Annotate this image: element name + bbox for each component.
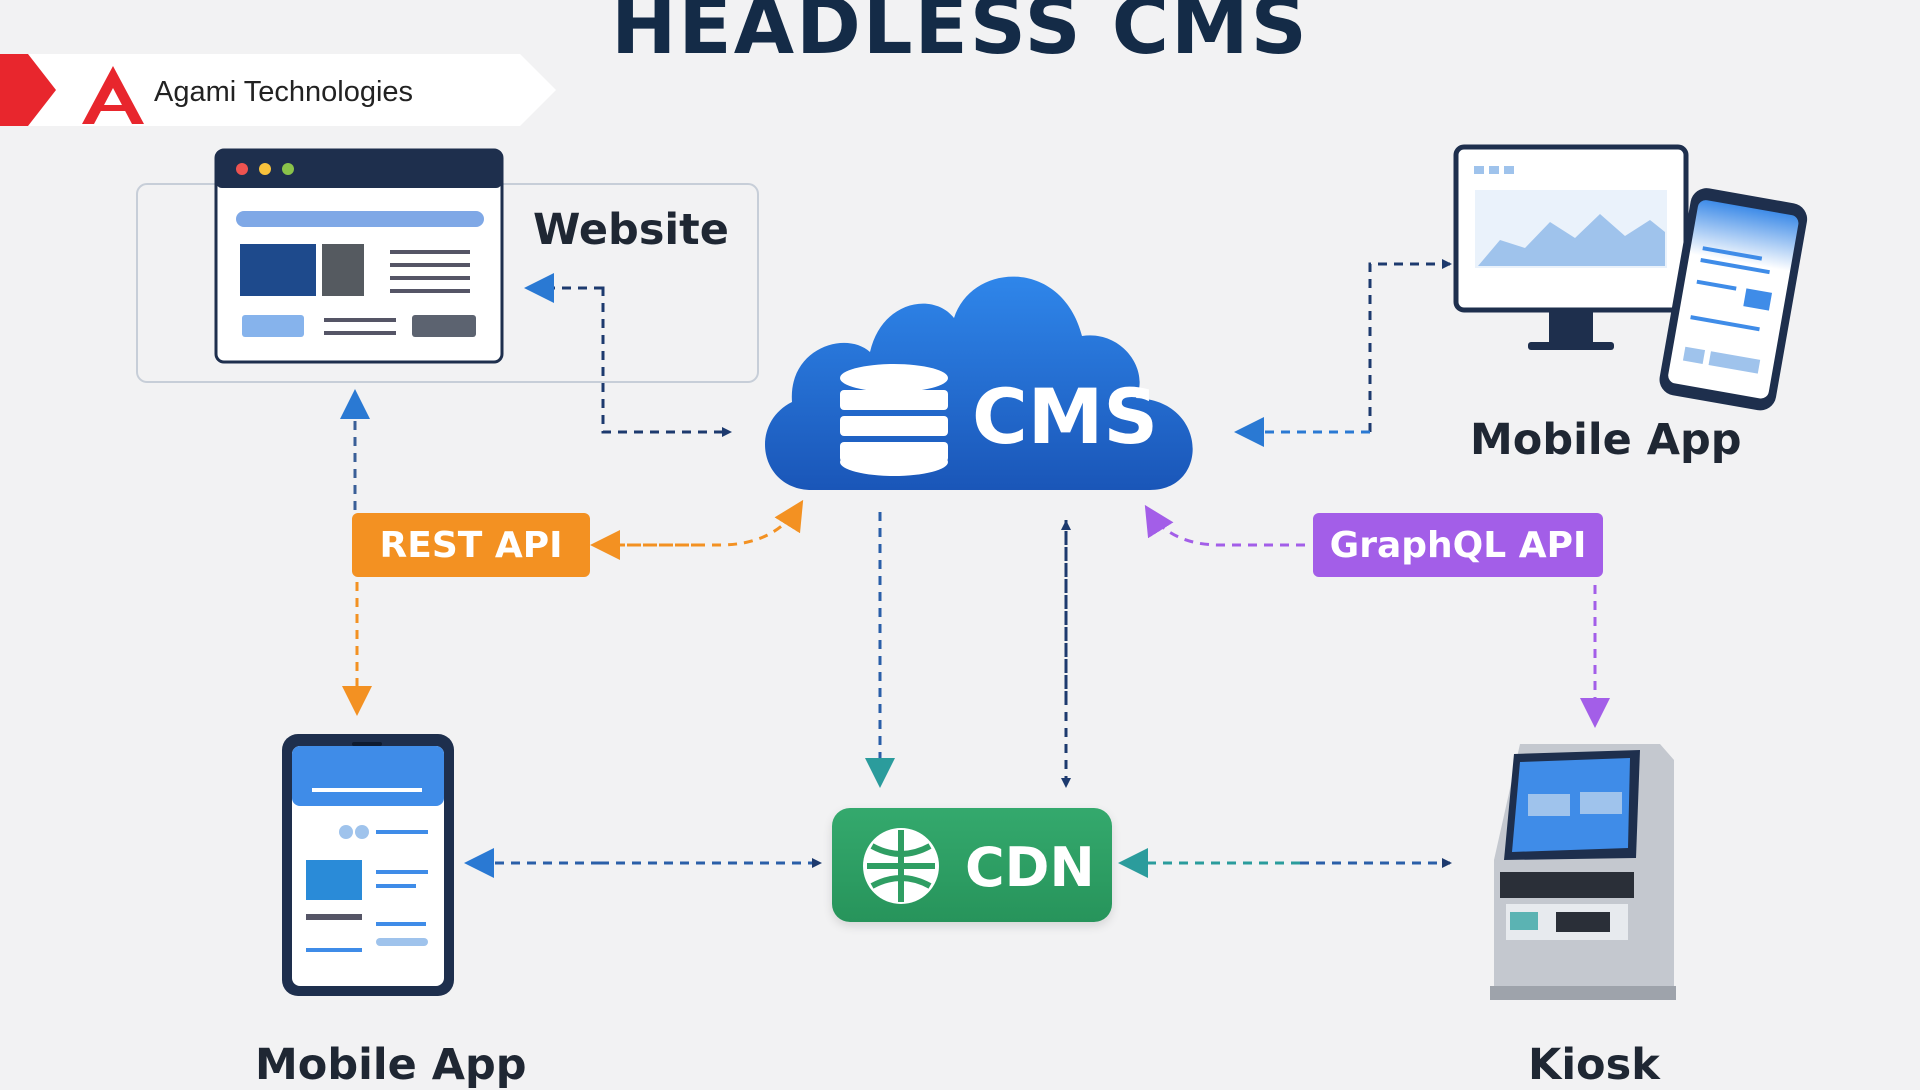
cms-cloud-icon <box>765 276 1193 490</box>
agami-logo-icon <box>82 66 144 124</box>
mobile-app-right-label: Mobile App <box>1470 415 1742 465</box>
desktop-monitor-icon <box>1453 144 1689 350</box>
mobile-app-left-label: Mobile App <box>255 1040 527 1090</box>
arrow-cms-to-mobile-right <box>1368 259 1452 432</box>
rest-api-tag: REST API <box>352 513 590 577</box>
brand-name: Agami Technologies <box>154 76 414 108</box>
brand-banner <box>0 54 556 126</box>
mobile-phone-right-icon <box>1659 188 1808 411</box>
database-icon <box>840 364 948 476</box>
arrow-rest-to-cms <box>600 499 804 547</box>
mobile-phone-left-icon <box>282 734 454 996</box>
arrow-cms-to-website <box>601 286 732 437</box>
cms-label: CMS <box>972 372 1159 461</box>
browser-window-icon <box>214 148 504 364</box>
kiosk-icon <box>1490 744 1676 1000</box>
arrow-graphql-to-cms <box>1144 504 1305 547</box>
graphql-api-tag: GraphQL API <box>1313 513 1603 577</box>
page-title: HEADLESS CMS <box>611 0 1309 72</box>
cdn-label: CDN <box>965 836 1095 899</box>
kiosk-label: Kiosk <box>1528 1040 1660 1090</box>
website-label: Website <box>533 205 729 255</box>
